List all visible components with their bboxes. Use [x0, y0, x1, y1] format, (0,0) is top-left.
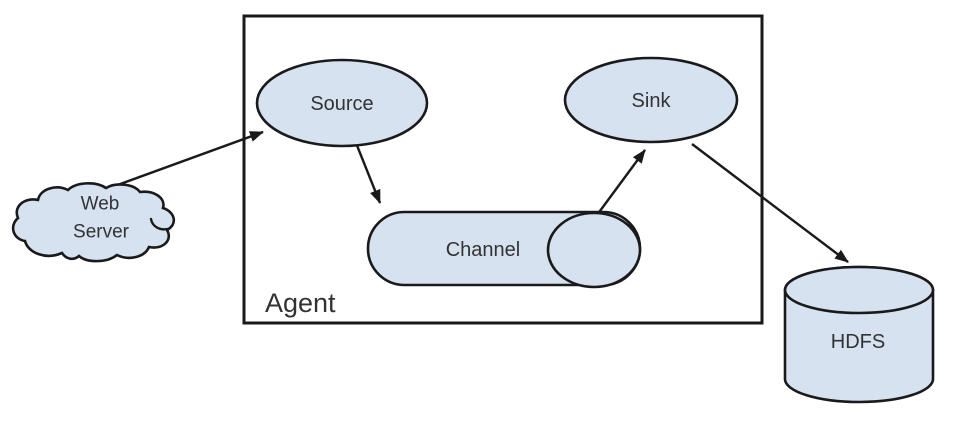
hdfs-label: HDFS [831, 331, 885, 353]
channel-end-ellipse [546, 211, 642, 289]
hdfs-cylinder-top [783, 265, 935, 315]
web-server-label-line2: Server [73, 222, 130, 243]
cloud-inner-curl [149, 217, 169, 231]
channel-node: Channel [366, 210, 642, 289]
hdfs-node: HDFS [783, 265, 935, 404]
sink-node: Sink [563, 56, 739, 144]
arrow-source-to-channel [354, 142, 382, 204]
arrow-channel-to-sink [596, 149, 646, 216]
source-label: Source [310, 93, 373, 115]
agent-container-box [242, 14, 764, 325]
arrow-web-server-to-source [111, 130, 264, 189]
source-node: Source [255, 58, 429, 148]
agent-label: Agent [265, 288, 336, 318]
web-server-cloud-shape [11, 182, 176, 263]
source-node-shape [255, 58, 429, 148]
arrow-sink-to-hdfs [691, 143, 849, 263]
channel-label: Channel [446, 239, 521, 261]
web-server-node: Web Server [11, 182, 176, 263]
web-server-label-line1: Web [81, 194, 120, 215]
sink-node-shape [563, 56, 739, 144]
sink-label: Sink [632, 90, 672, 112]
